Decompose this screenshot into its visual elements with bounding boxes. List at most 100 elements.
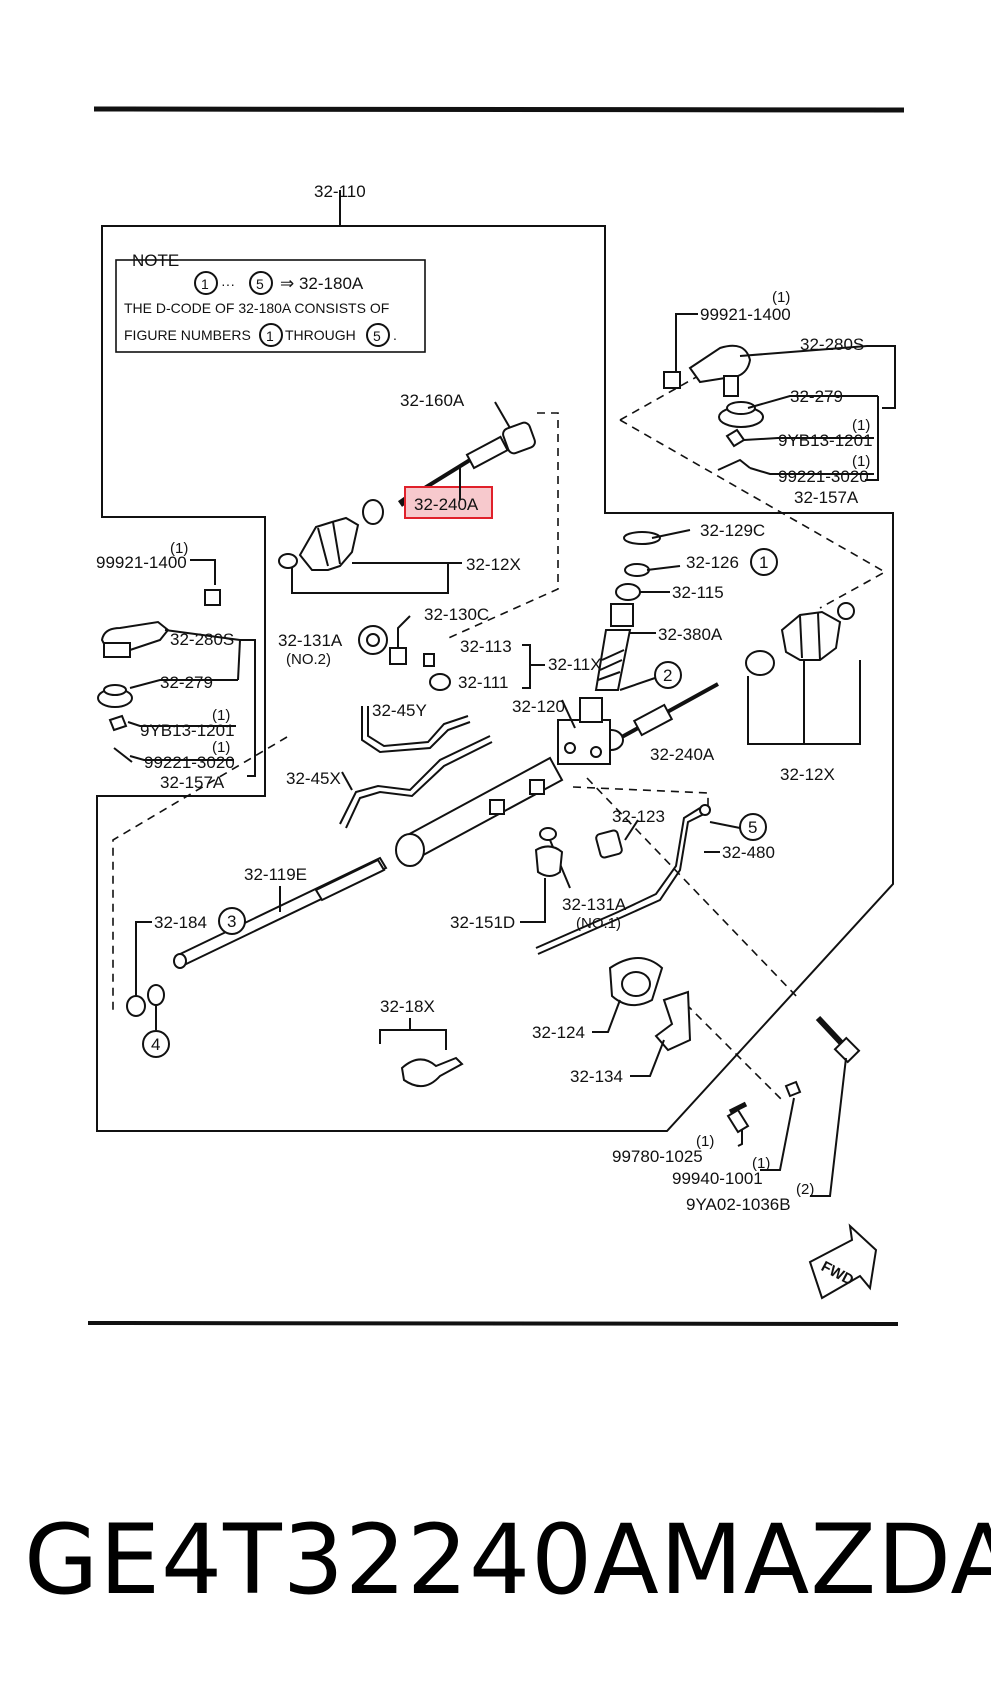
leader-126 — [646, 565, 681, 571]
callout-157a-left: 32-157A — [160, 773, 225, 792]
boot-clamp-upper-large — [278, 553, 298, 569]
callout-126: 32-126 — [686, 553, 739, 572]
fwd-arrow-shape — [808, 1223, 878, 1300]
callout-99921-right: 99921-1400 — [700, 305, 791, 324]
part-111 — [429, 673, 451, 691]
callout-184: 32-184 — [154, 913, 207, 932]
leader-130c — [397, 615, 411, 648]
callout-157a-right: 32-157A — [794, 488, 859, 507]
pipe-480-inner — [535, 807, 701, 949]
note-line3-circle-to — [366, 323, 390, 347]
boot-clamp-upper-small — [362, 499, 384, 525]
leader-9yb-right — [743, 437, 874, 441]
tie-rod-end-stud-left — [103, 642, 131, 658]
callout-45x: 32-45X — [286, 769, 341, 788]
bottom-rule — [87, 1321, 899, 1326]
part-131a-no2-hole — [366, 633, 380, 647]
note-line3-from: 1 — [266, 328, 274, 344]
part-18x — [400, 1056, 464, 1087]
boot-right-rib-2 — [817, 612, 821, 661]
part-113 — [423, 653, 435, 667]
callout-11x: 32-11X — [548, 655, 602, 674]
bracket-18x — [379, 1029, 447, 1050]
boot-bellows-upper — [298, 516, 360, 571]
leader-123 — [624, 819, 639, 841]
callout-130c: 32-130C — [424, 605, 489, 624]
callout-32-160a: 32-160A — [400, 391, 465, 410]
pinion-cap — [610, 603, 634, 627]
boot-right — [745, 602, 855, 676]
pinion-shaft — [594, 629, 632, 691]
ref-circle-2-ring — [654, 661, 682, 689]
guide-upper — [443, 412, 559, 641]
rack-teeth-zone — [314, 858, 386, 902]
note-line3-circle-from — [259, 323, 283, 347]
tie-rod-end-left — [97, 589, 221, 763]
part-160a — [502, 421, 536, 455]
part-134 — [654, 990, 692, 1052]
part-184 — [126, 995, 146, 1017]
part-115 — [615, 583, 641, 601]
leader-134 — [630, 1039, 665, 1077]
callout-9yb-left: 9YB13-1201 — [140, 721, 235, 740]
callout-12x-right: 32-12X — [780, 765, 835, 784]
callout-119e: 32-119E — [244, 865, 307, 884]
callout-113: 32-113 — [460, 637, 512, 656]
callout-280s-left: 32-280S — [170, 630, 234, 649]
ref-circle-1: 1 — [750, 548, 778, 576]
callout-131a-no2-sub: (NO.2) — [286, 651, 331, 668]
cotter-pin-right — [717, 458, 751, 471]
highlight-box-240a — [404, 486, 493, 519]
leader-99780 — [737, 1130, 743, 1147]
ref-circle-3-ring — [218, 907, 246, 935]
ref-circle-2: 2 — [619, 661, 682, 691]
nut-right — [663, 371, 681, 389]
callout-120: 32-120 — [512, 697, 565, 716]
leader-9ya02 — [810, 1057, 847, 1197]
callout-115: 32-115 — [672, 583, 724, 602]
callout-45y: 32-45Y — [372, 701, 427, 720]
part-130c — [389, 647, 407, 665]
leader-279-right — [747, 395, 878, 409]
callout-32-110: 32-110 — [314, 182, 366, 201]
ref-circle-4-ring — [142, 1030, 170, 1058]
callout-99780-qty: (1) — [696, 1133, 714, 1150]
bracket-280s-left — [240, 639, 256, 777]
guide-right-tie — [619, 374, 701, 421]
callout-99221-right-qty: (1) — [852, 453, 870, 470]
leader-120 — [561, 699, 576, 729]
pipe-480-end — [699, 804, 711, 816]
dust-boot-right-top — [726, 401, 756, 415]
note-range-dots: ··· — [221, 276, 235, 292]
note-box: NOTE 1 ··· 5 ⇒ 32-180A THE D-CODE OF 32-… — [115, 251, 426, 353]
bracket-12x-top — [291, 562, 449, 594]
callout-18x: 32-18X — [380, 997, 435, 1016]
note-circle-to — [249, 271, 273, 295]
boot-rib-1 — [317, 527, 329, 567]
callout-134: 32-134 — [570, 1067, 623, 1086]
callout-9yb-right: 9YB13-1201 — [778, 431, 873, 450]
boot-upper — [278, 499, 384, 571]
leader-9yb-left — [127, 721, 236, 727]
leader-151d — [520, 878, 546, 923]
housing-port-1 — [564, 742, 576, 754]
bracket-11x — [522, 644, 531, 689]
note-line3-to: 5 — [373, 328, 381, 344]
callout-32-12x-top: 32-12X — [466, 555, 521, 574]
guide-left — [112, 736, 288, 1012]
rack-housing — [395, 697, 611, 867]
ref-circle-1-ring — [750, 548, 778, 576]
tie-rod-end-right — [663, 344, 764, 471]
note-line3-end: . — [393, 327, 397, 343]
boot-rib-2 — [332, 521, 341, 565]
ref-circle-2-label: 2 — [663, 666, 672, 685]
callout-240a-highlighted: 32-240A — [414, 495, 479, 514]
callout-99221-left: 99221-3020 — [144, 753, 235, 772]
part-126 — [624, 563, 650, 577]
guide-right-tie2 — [619, 419, 887, 609]
callout-480: 32-480 — [722, 843, 775, 862]
callout-99221-left-qty: (1) — [212, 739, 230, 756]
leader-99221-left — [129, 755, 234, 761]
callout-9yb-left-qty: (1) — [212, 707, 230, 724]
top-rule — [93, 106, 905, 113]
